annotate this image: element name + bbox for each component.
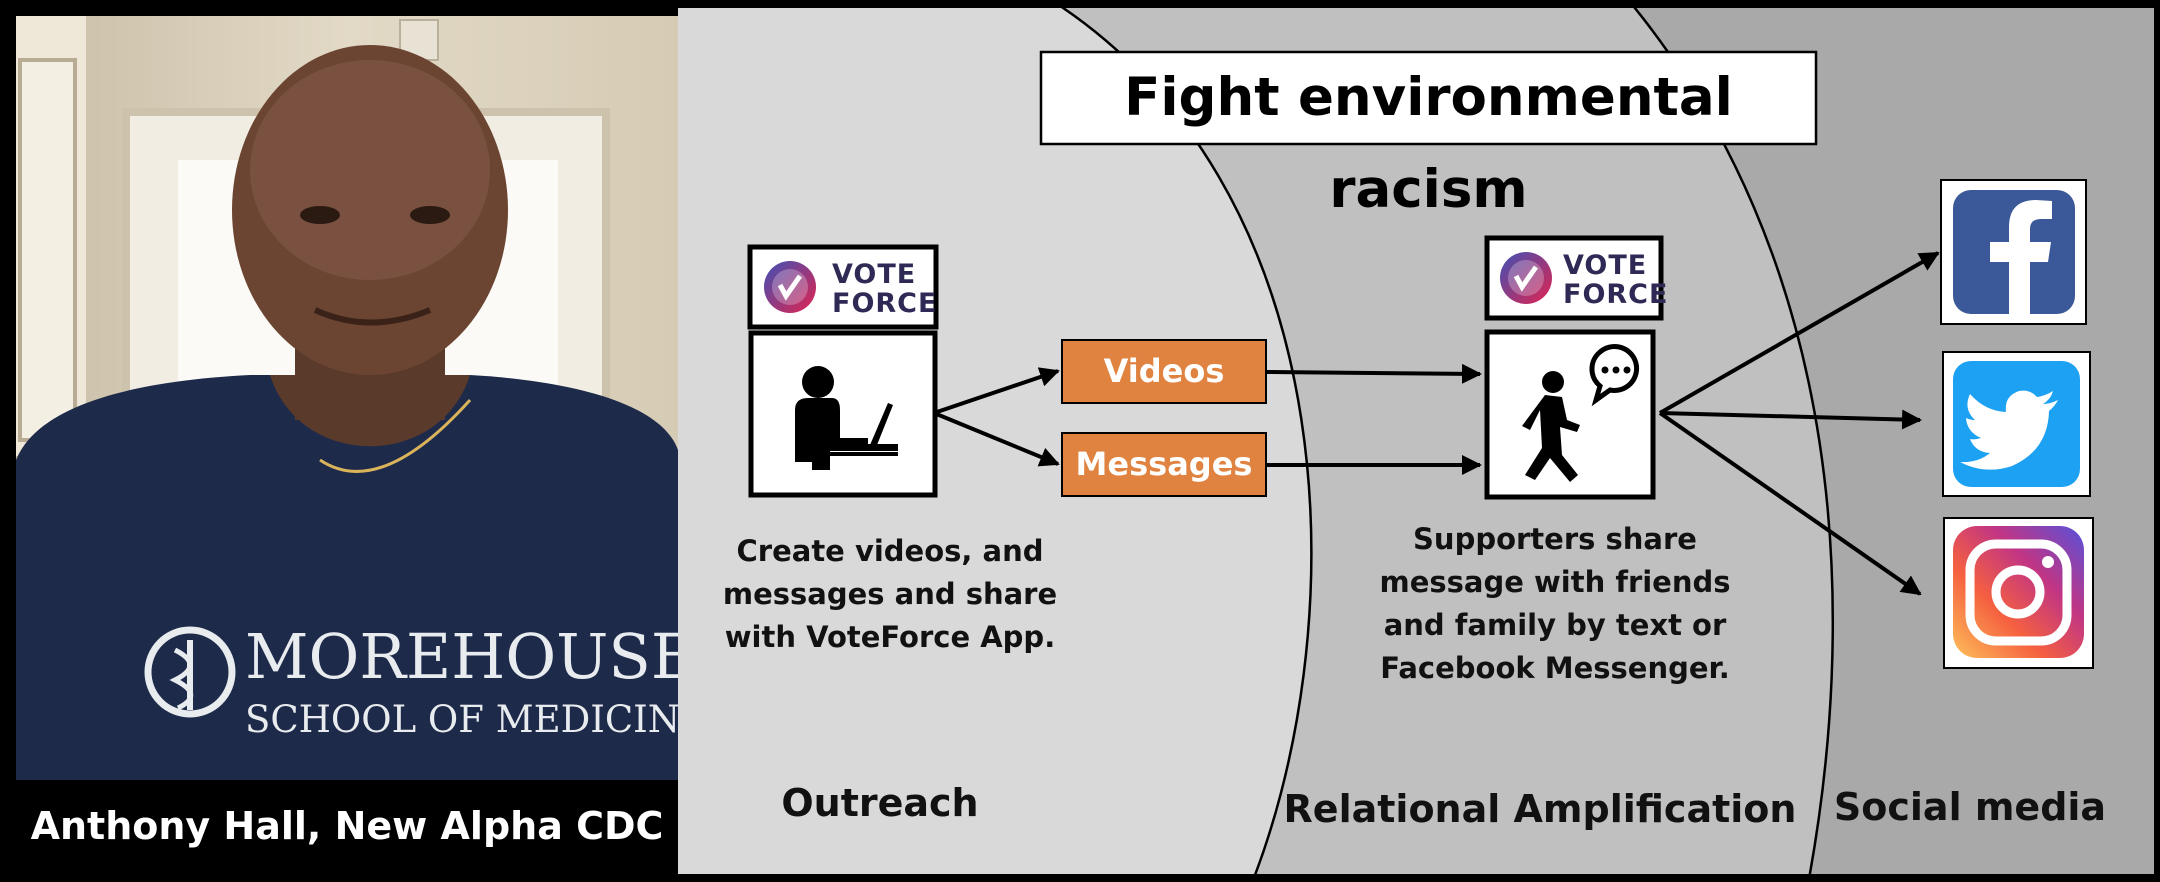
amplification-description-line: message with friends [1379,565,1731,599]
person-photo: MOREHOUSE SCHOOL OF MEDICINE [16,16,707,780]
videos-tag-box [1061,339,1267,404]
voteforce-logo-text-4: FORCE [1563,279,1669,310]
facebook-icon [1940,179,2087,325]
outreach-description-line: with VoteForce App. [724,620,1056,654]
messages-tag: Messages [1075,445,1253,483]
amplification-description-line: and family by text or [1383,608,1727,642]
outreach-label: Outreach [781,781,979,825]
person-at-laptop-icon [748,330,938,498]
shirt-text-line2: SCHOOL OF MEDICINE [245,698,707,741]
flow-arrows [933,251,1940,596]
messages-tag-box [1061,432,1267,497]
outreach-description-line: messages and share [722,577,1058,611]
voteforce-logo-text-3: VOTE [1563,250,1648,281]
amplification-description-line: Facebook Messenger. [1380,651,1730,685]
voteforce-logo-text-2: FORCE [832,288,938,319]
title-box [1039,50,1818,146]
videos-tag: Videos [1103,352,1225,390]
amplification-description-line: Supporters share [1413,522,1697,556]
diagram-title: Fight environmental racism [1124,67,1733,220]
voteforce-logo-outreach [747,244,939,330]
amplification-label: Relational Amplification [1283,787,1797,831]
outreach-description-line: Create videos, and [736,534,1044,568]
twitter-icon [1942,351,2091,497]
shirt-text-line1: MOREHOUSE [245,620,696,693]
voteforce-logo-text-1: VOTE [832,259,917,290]
amplification-description: Supporters share message with friends an… [1370,518,1740,690]
person-caption: Anthony Hall, New Alpha CDC [30,804,664,848]
person-texting-icon [1484,329,1656,500]
outreach-description: Create videos, and messages and share wi… [700,530,1080,659]
voteforce-logo-amplification [1484,235,1664,321]
caption-bar [16,780,678,872]
instagram-icon [1943,517,2094,669]
social-media-label: Social media [1833,785,2107,829]
